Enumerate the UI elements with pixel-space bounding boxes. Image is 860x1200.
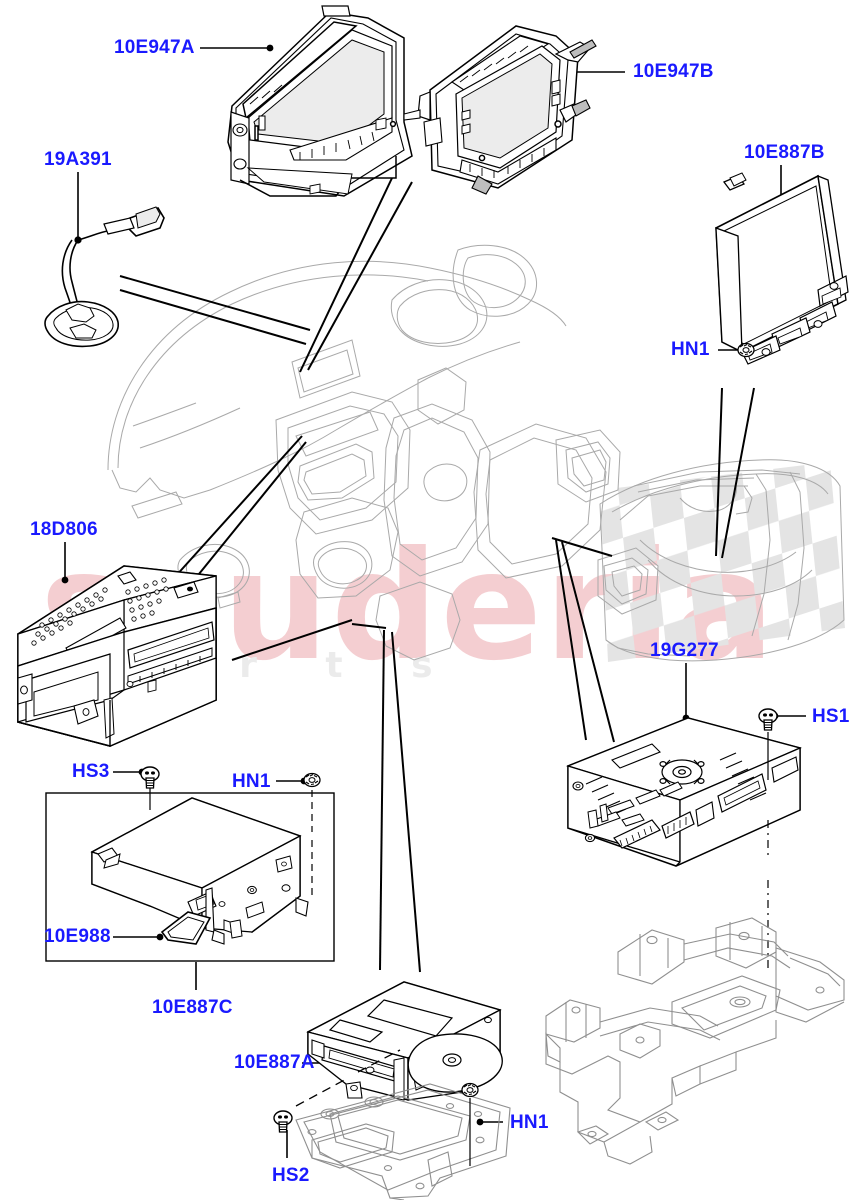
- part-10E887C-media-module: [90, 797, 309, 945]
- fastener-label-HN1-mid[interactable]: HN1: [232, 771, 271, 792]
- part-10E947A-touch-screen-display: [227, 5, 413, 197]
- fastener-label-HS1[interactable]: HS1: [812, 706, 850, 727]
- fastener-label-HN1-top[interactable]: HN1: [671, 339, 710, 360]
- part-label-19A391[interactable]: 19A391: [44, 149, 112, 170]
- fastener-HS1-glyph: [758, 708, 778, 731]
- part-10E988-sim-card: [160, 911, 212, 945]
- part-label-10E947B[interactable]: 10E947B: [633, 61, 714, 82]
- part-label-10E988[interactable]: 10E988: [44, 926, 111, 947]
- part-label-19G277[interactable]: 19G277: [650, 640, 719, 661]
- fastener-HN1-top-glyph: [737, 342, 755, 358]
- part-label-10E887A[interactable]: 10E887A: [234, 1052, 315, 1073]
- fastener-HN1-mid-glyph: [303, 772, 321, 788]
- part-19G277-telematics-module: [566, 717, 802, 867]
- fastener-label-HS3[interactable]: HS3: [72, 761, 110, 782]
- part-10E887B-media-module: [715, 172, 849, 365]
- leader-lines: [61, 44, 806, 1158]
- part-10E887A-cd-dvd-player: [306, 981, 503, 1101]
- fastener-HS3-glyph: [140, 766, 160, 789]
- watermark-checkered-flag: [600, 462, 845, 662]
- ghost-mounting-bracket: [545, 917, 845, 1165]
- part-19A391-microphone: [44, 206, 165, 348]
- ghost-player-mounting-tray: [295, 1083, 511, 1200]
- part-18D806-audio-head-unit: [17, 565, 217, 747]
- fastener-HN1-bottom-glyph: [461, 1082, 479, 1098]
- fastener-HS2-glyph: [273, 1110, 293, 1133]
- part-10E887C-assembly-box: [45, 792, 335, 962]
- part-label-10E947A[interactable]: 10E947A: [114, 37, 195, 58]
- part-label-10E887C[interactable]: 10E887C: [152, 997, 233, 1018]
- part-10E947B-touch-screen-display: [403, 25, 597, 195]
- part-label-18D806[interactable]: 18D806: [30, 519, 98, 540]
- fastener-label-HS2[interactable]: HS2: [272, 1165, 310, 1186]
- fastener-label-HN1-bottom[interactable]: HN1: [510, 1112, 549, 1133]
- part-label-10E887B[interactable]: 10E887B: [744, 142, 825, 163]
